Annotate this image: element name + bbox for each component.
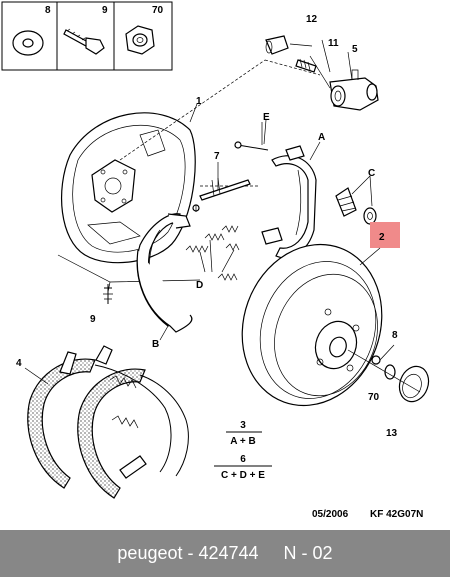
callout-13: 13	[386, 428, 398, 439]
callout-4: 4	[16, 358, 22, 369]
washer-70	[384, 364, 396, 380]
footer-bar: peugeot - 424744 N - 02	[0, 530, 450, 577]
callout-e: E	[263, 112, 270, 123]
drawing-ref: KF 42G07N	[370, 509, 423, 520]
shoe-set-4	[27, 345, 189, 499]
brake-shoe-a	[261, 145, 317, 259]
legend: 3 A + B 6 C + D + E	[214, 420, 272, 481]
callout-12: 12	[306, 14, 318, 25]
pin-e	[234, 122, 269, 151]
brake-drum	[241, 243, 383, 407]
callout-2: 2	[379, 232, 385, 243]
legend-f2-den: C + D + E	[221, 470, 265, 481]
bolt-9	[103, 284, 113, 304]
callout-8: 8	[392, 330, 398, 341]
bleeder-cap-12	[265, 35, 289, 55]
adjuster-7	[192, 177, 251, 212]
dust-cap-13	[398, 365, 430, 403]
callout-d: D	[196, 280, 203, 291]
callout-70: 70	[368, 392, 380, 403]
bolt-icon	[63, 28, 105, 55]
inset-label-9: 9	[102, 5, 108, 16]
wheel-cylinder-5	[329, 69, 379, 111]
drawing-date: 05/2006	[312, 509, 349, 520]
legend-f1-num: 3	[240, 420, 246, 431]
callout-c: C	[368, 168, 375, 179]
inset-label-8: 8	[45, 5, 51, 16]
brake-exploded-diagram: 8 9 70	[1, 1, 430, 520]
repair-kit-c	[335, 187, 377, 225]
legend-f2-num: 6	[240, 454, 246, 465]
callout-9: 9	[90, 314, 96, 325]
legend-f1-den: A + B	[230, 436, 255, 447]
callout-7: 7	[214, 151, 220, 162]
highlight-box-2	[370, 222, 400, 248]
springs-d	[185, 225, 240, 281]
hub-nut-8	[371, 344, 395, 365]
washer-icon	[12, 30, 44, 56]
footer-caption: peugeot - 424744 N - 02	[117, 543, 333, 563]
nut-icon	[125, 25, 155, 55]
callout-11: 11	[328, 38, 339, 49]
bleeder-screw-11	[295, 58, 317, 73]
callout-b: B	[152, 339, 159, 350]
brake-shoe-b	[136, 213, 193, 333]
callout-a: A	[318, 132, 325, 143]
inset-label-70: 70	[152, 5, 164, 16]
backing-plate	[60, 112, 196, 264]
callout-5: 5	[352, 44, 358, 55]
parts-inset: 8 9 70	[1, 1, 173, 71]
callout-1: 1	[196, 96, 202, 107]
